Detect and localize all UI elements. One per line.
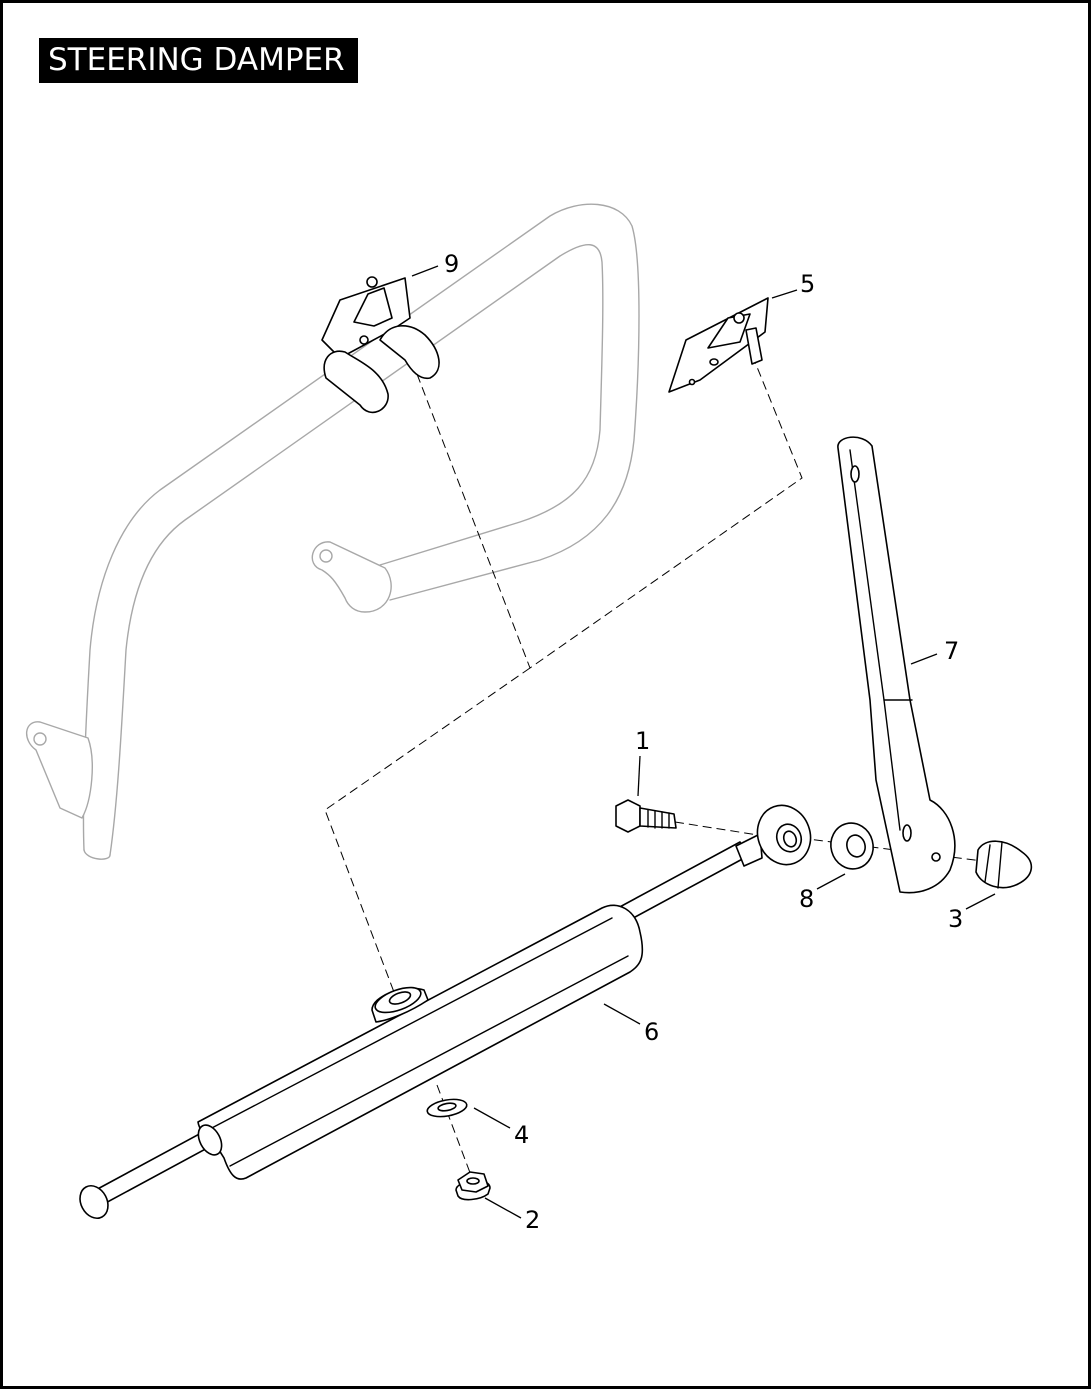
callout-4: 4 — [514, 1121, 529, 1149]
callout-3: 3 — [948, 905, 963, 933]
part-5-bracket-plate — [668, 297, 769, 393]
callout-2: 2 — [525, 1206, 540, 1234]
part-7-damper-arm — [837, 436, 956, 894]
callout-1: 1 — [635, 727, 650, 755]
callout-7: 7 — [944, 637, 959, 665]
callout-6: 6 — [644, 1018, 659, 1046]
page-title: STEERING DAMPER — [39, 38, 358, 83]
part-6-steering-damper — [79, 804, 812, 1220]
part-4-washer — [426, 1098, 468, 1118]
part-8-spacer — [830, 822, 874, 870]
part-2-flange-nut — [455, 1171, 491, 1201]
part-9-clamp-bracket — [321, 276, 440, 414]
callout-leaders — [411, 265, 996, 1219]
frame-tube-ghost — [26, 203, 640, 860]
callout-8: 8 — [799, 885, 814, 913]
part-1-bolt — [615, 799, 677, 833]
callout-5: 5 — [800, 270, 815, 298]
callout-9: 9 — [444, 250, 459, 278]
part-3-acorn-nut — [975, 840, 1033, 889]
